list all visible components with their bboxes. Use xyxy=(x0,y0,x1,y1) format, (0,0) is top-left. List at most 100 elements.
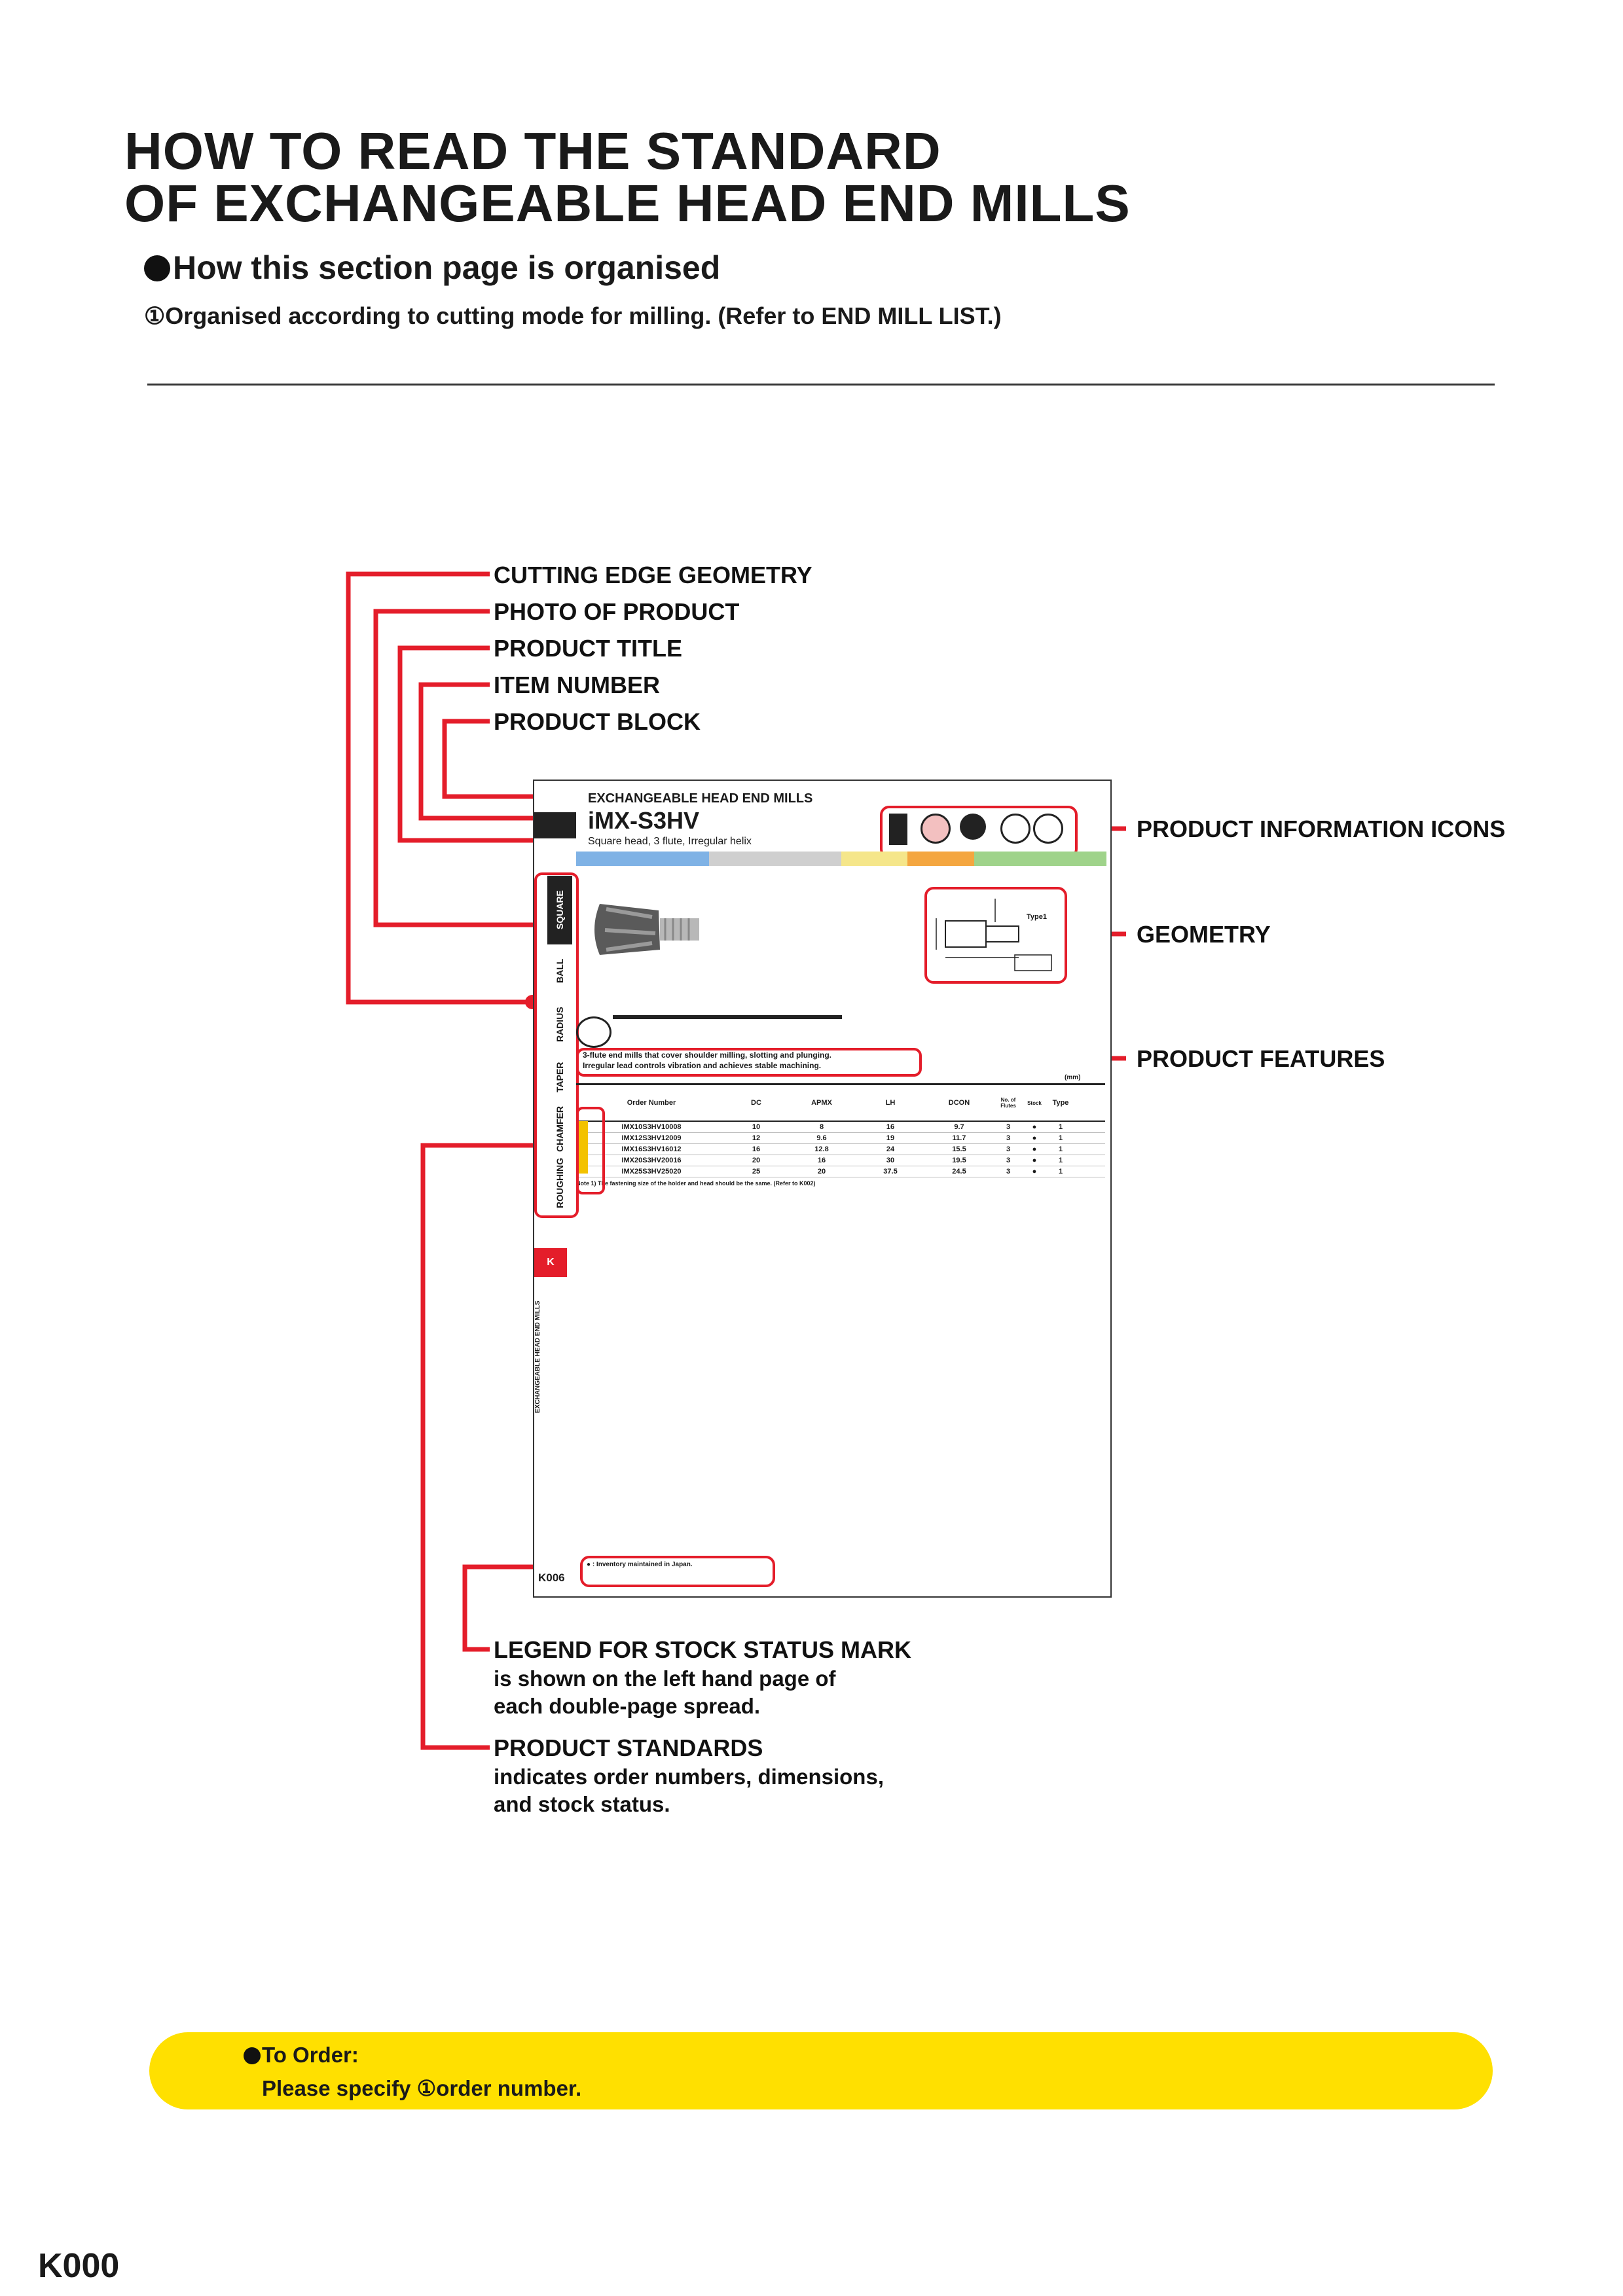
label-legend-stock-status: LEGEND FOR STOCK STATUS MARK xyxy=(494,1636,911,1663)
table-cell: 11.7 xyxy=(952,1134,966,1142)
table-cell: 16 xyxy=(752,1145,761,1153)
helix-angle-icon xyxy=(960,814,986,840)
section-heading: How this section page is organised xyxy=(144,249,720,287)
table-note: Note 1) The fastening size of the holder… xyxy=(576,1180,816,1187)
material-carbon-steel xyxy=(576,852,643,866)
table-cell: 1 xyxy=(1058,1134,1063,1142)
table-cell: ● xyxy=(1032,1168,1037,1175)
table-cell: 20 xyxy=(752,1157,761,1164)
range-bar xyxy=(613,1015,842,1019)
table-cell: 1 xyxy=(1058,1168,1063,1175)
standards-table: Order Number DC APMX LH DCON No. of Flut… xyxy=(576,1083,1105,1187)
tab-square: SQUARE xyxy=(547,876,572,944)
table-cell: ● xyxy=(1032,1145,1037,1153)
features-highlight xyxy=(576,1048,922,1077)
table-cell: 16 xyxy=(886,1123,895,1131)
table-cell: 37.5 xyxy=(883,1168,898,1175)
table-cell: 9.6 xyxy=(816,1134,827,1142)
header-flutes: No. of Flutes xyxy=(1000,1097,1016,1109)
table-cell: 25 xyxy=(752,1168,761,1175)
table-cell: 1 xyxy=(1058,1157,1063,1164)
page-title-line-2: OF EXCHANGEABLE HEAD END MILLS xyxy=(124,174,1131,232)
table-cell: IMX25S3HV25020 xyxy=(621,1168,682,1175)
bullet-icon xyxy=(244,2047,261,2064)
sample-product-description: Square head, 3 flute, Irregular helix xyxy=(588,836,752,847)
label-item-number: ITEM NUMBER xyxy=(494,672,660,698)
sample-block-title: EXCHANGEABLE HEAD END MILLS xyxy=(588,791,813,806)
table-cell: 9.7 xyxy=(954,1123,964,1131)
label-product-block: PRODUCT BLOCK xyxy=(494,708,701,735)
material-stainless xyxy=(841,852,908,866)
section-tab-k: K xyxy=(534,1248,567,1277)
bullet-icon xyxy=(144,255,170,281)
table-cell: 3 xyxy=(1006,1168,1011,1175)
label-product-standards: PRODUCT STANDARDS xyxy=(494,1734,763,1761)
table-cell: 1 xyxy=(1058,1145,1063,1153)
sample-page-code: K006 xyxy=(538,1571,565,1584)
table-cell: 10 xyxy=(752,1123,761,1131)
table-cell: ● xyxy=(1032,1157,1037,1164)
table-cell: 19 xyxy=(886,1134,895,1142)
page-number: K000 xyxy=(38,2247,120,2285)
legend-description-2: each double-page spread. xyxy=(494,1694,761,1718)
table-cell: ● xyxy=(1032,1134,1037,1142)
order-box: To Order: Please specify ①order number. xyxy=(149,2032,1493,2109)
table-cell: 12.8 xyxy=(814,1145,829,1153)
table-cell: IMX16S3HV16012 xyxy=(621,1145,682,1153)
coating-icon xyxy=(921,814,951,844)
standards-description-1: indicates order numbers, dimensions, xyxy=(494,1765,884,1789)
tool-material-icon xyxy=(889,814,907,845)
stock-color-strip xyxy=(576,1121,588,1174)
table-cell: IMX10S3HV10008 xyxy=(621,1123,682,1131)
header-stock: Stock xyxy=(1027,1100,1042,1106)
order-heading: To Order: xyxy=(244,2043,359,2068)
table-header-row: Order Number DC APMX LH DCON No. of Flut… xyxy=(576,1083,1105,1122)
product-photo xyxy=(594,904,699,955)
table-cell: 24.5 xyxy=(952,1168,966,1175)
label-product-features: PRODUCT FEATURES xyxy=(1137,1045,1385,1072)
divider xyxy=(147,384,1495,386)
table-cell: 3 xyxy=(1006,1134,1011,1142)
table-cell: IMX20S3HV20016 xyxy=(621,1157,682,1164)
material-bar xyxy=(576,852,1106,866)
label-geometry: GEOMETRY xyxy=(1137,921,1271,948)
table-cell: 8 xyxy=(819,1123,824,1131)
table-unit: (mm) xyxy=(1065,1074,1081,1081)
label-product-information-icons: PRODUCT INFORMATION ICONS xyxy=(1137,816,1506,842)
feature-1: 3-flute end mills that cover shoulder mi… xyxy=(583,1050,832,1060)
page-title-line-1: HOW TO READ THE STANDARD xyxy=(124,122,941,180)
table-cell: 24 xyxy=(886,1145,895,1153)
tab-ball: BALL xyxy=(555,958,565,983)
label-cutting-edge-geometry: CUTTING EDGE GEOMETRY xyxy=(494,562,812,588)
header-dcon: DCON xyxy=(948,1099,970,1107)
sample-title-marker xyxy=(534,812,576,838)
end-shape-small-icon xyxy=(576,1016,611,1048)
table-cell: 3 xyxy=(1006,1123,1011,1131)
header-order-number: Order Number xyxy=(627,1099,676,1107)
legend-line: ● : Inventory maintained in Japan. xyxy=(587,1561,693,1568)
table-cell: 3 xyxy=(1006,1145,1011,1153)
table-cell: 12 xyxy=(752,1134,761,1142)
header-dc: DC xyxy=(751,1099,761,1107)
intro-note: ①Organised according to cutting mode for… xyxy=(144,302,1002,329)
legend-highlight xyxy=(580,1556,775,1587)
feature-2: Irregular lead controls vibration and ac… xyxy=(583,1061,822,1070)
order-instruction: Please specify ①order number. xyxy=(262,2076,582,2100)
sample-product-name: iMX-S3HV xyxy=(588,807,700,834)
standards-description-2: and stock status. xyxy=(494,1792,670,1816)
side-section-text: EXCHANGEABLE HEAD END MILLS xyxy=(534,1300,541,1413)
table-cell: 19.5 xyxy=(952,1157,966,1164)
standards-highlight xyxy=(576,1107,605,1194)
table-cell: ● xyxy=(1032,1123,1037,1131)
header-apmx: APMX xyxy=(811,1099,832,1107)
material-pre-hardened xyxy=(642,852,709,866)
header-type: Type xyxy=(1052,1099,1069,1107)
material-copper xyxy=(974,852,1040,866)
table-cell: 16 xyxy=(817,1157,826,1164)
flute-count-icon xyxy=(1033,814,1063,844)
geometry-highlight xyxy=(924,887,1067,984)
